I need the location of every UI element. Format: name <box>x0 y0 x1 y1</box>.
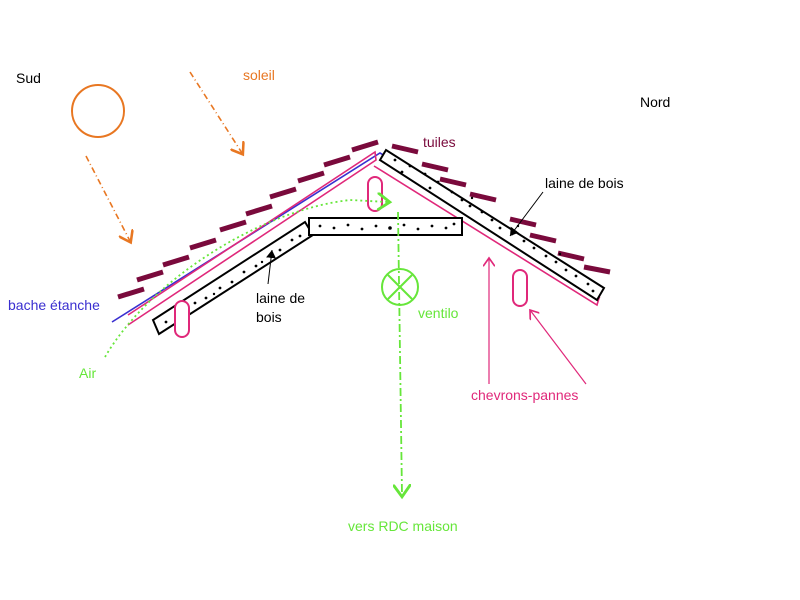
purlin <box>367 176 383 212</box>
sun-ray-arrow <box>85 155 130 241</box>
label-sud: Sud <box>16 70 41 86</box>
sun-icon <box>71 84 125 138</box>
sun-ray-arrow <box>189 71 242 153</box>
air-flow-path <box>104 200 388 358</box>
pointer-chevrons-2 <box>530 310 587 385</box>
label-laine-top: laine de bois <box>545 175 624 191</box>
label-laine-left-1: laine de <box>256 290 305 306</box>
pointer-laine-left <box>266 249 277 285</box>
label-tuiles: tuiles <box>423 134 456 150</box>
purlin <box>174 300 190 338</box>
label-nord: Nord <box>640 94 670 110</box>
insulation-right <box>378 148 606 302</box>
label-bache: bache étanche <box>8 297 100 313</box>
airflow-down-arrow <box>398 211 402 495</box>
label-vers-rdc: vers RDC maison <box>348 518 458 534</box>
label-chevrons: chevrons-pannes <box>471 387 578 403</box>
label-soleil: soleil <box>243 67 275 83</box>
roof-tiles <box>117 139 611 300</box>
insulation-horizontal <box>308 217 463 236</box>
purlin <box>512 269 528 307</box>
label-ventilo: ventilo <box>418 305 459 321</box>
pointer-laine-top <box>509 191 544 237</box>
fan-icon <box>381 268 419 306</box>
label-air: Air <box>79 365 96 381</box>
label-laine-left-2: bois <box>256 309 282 325</box>
